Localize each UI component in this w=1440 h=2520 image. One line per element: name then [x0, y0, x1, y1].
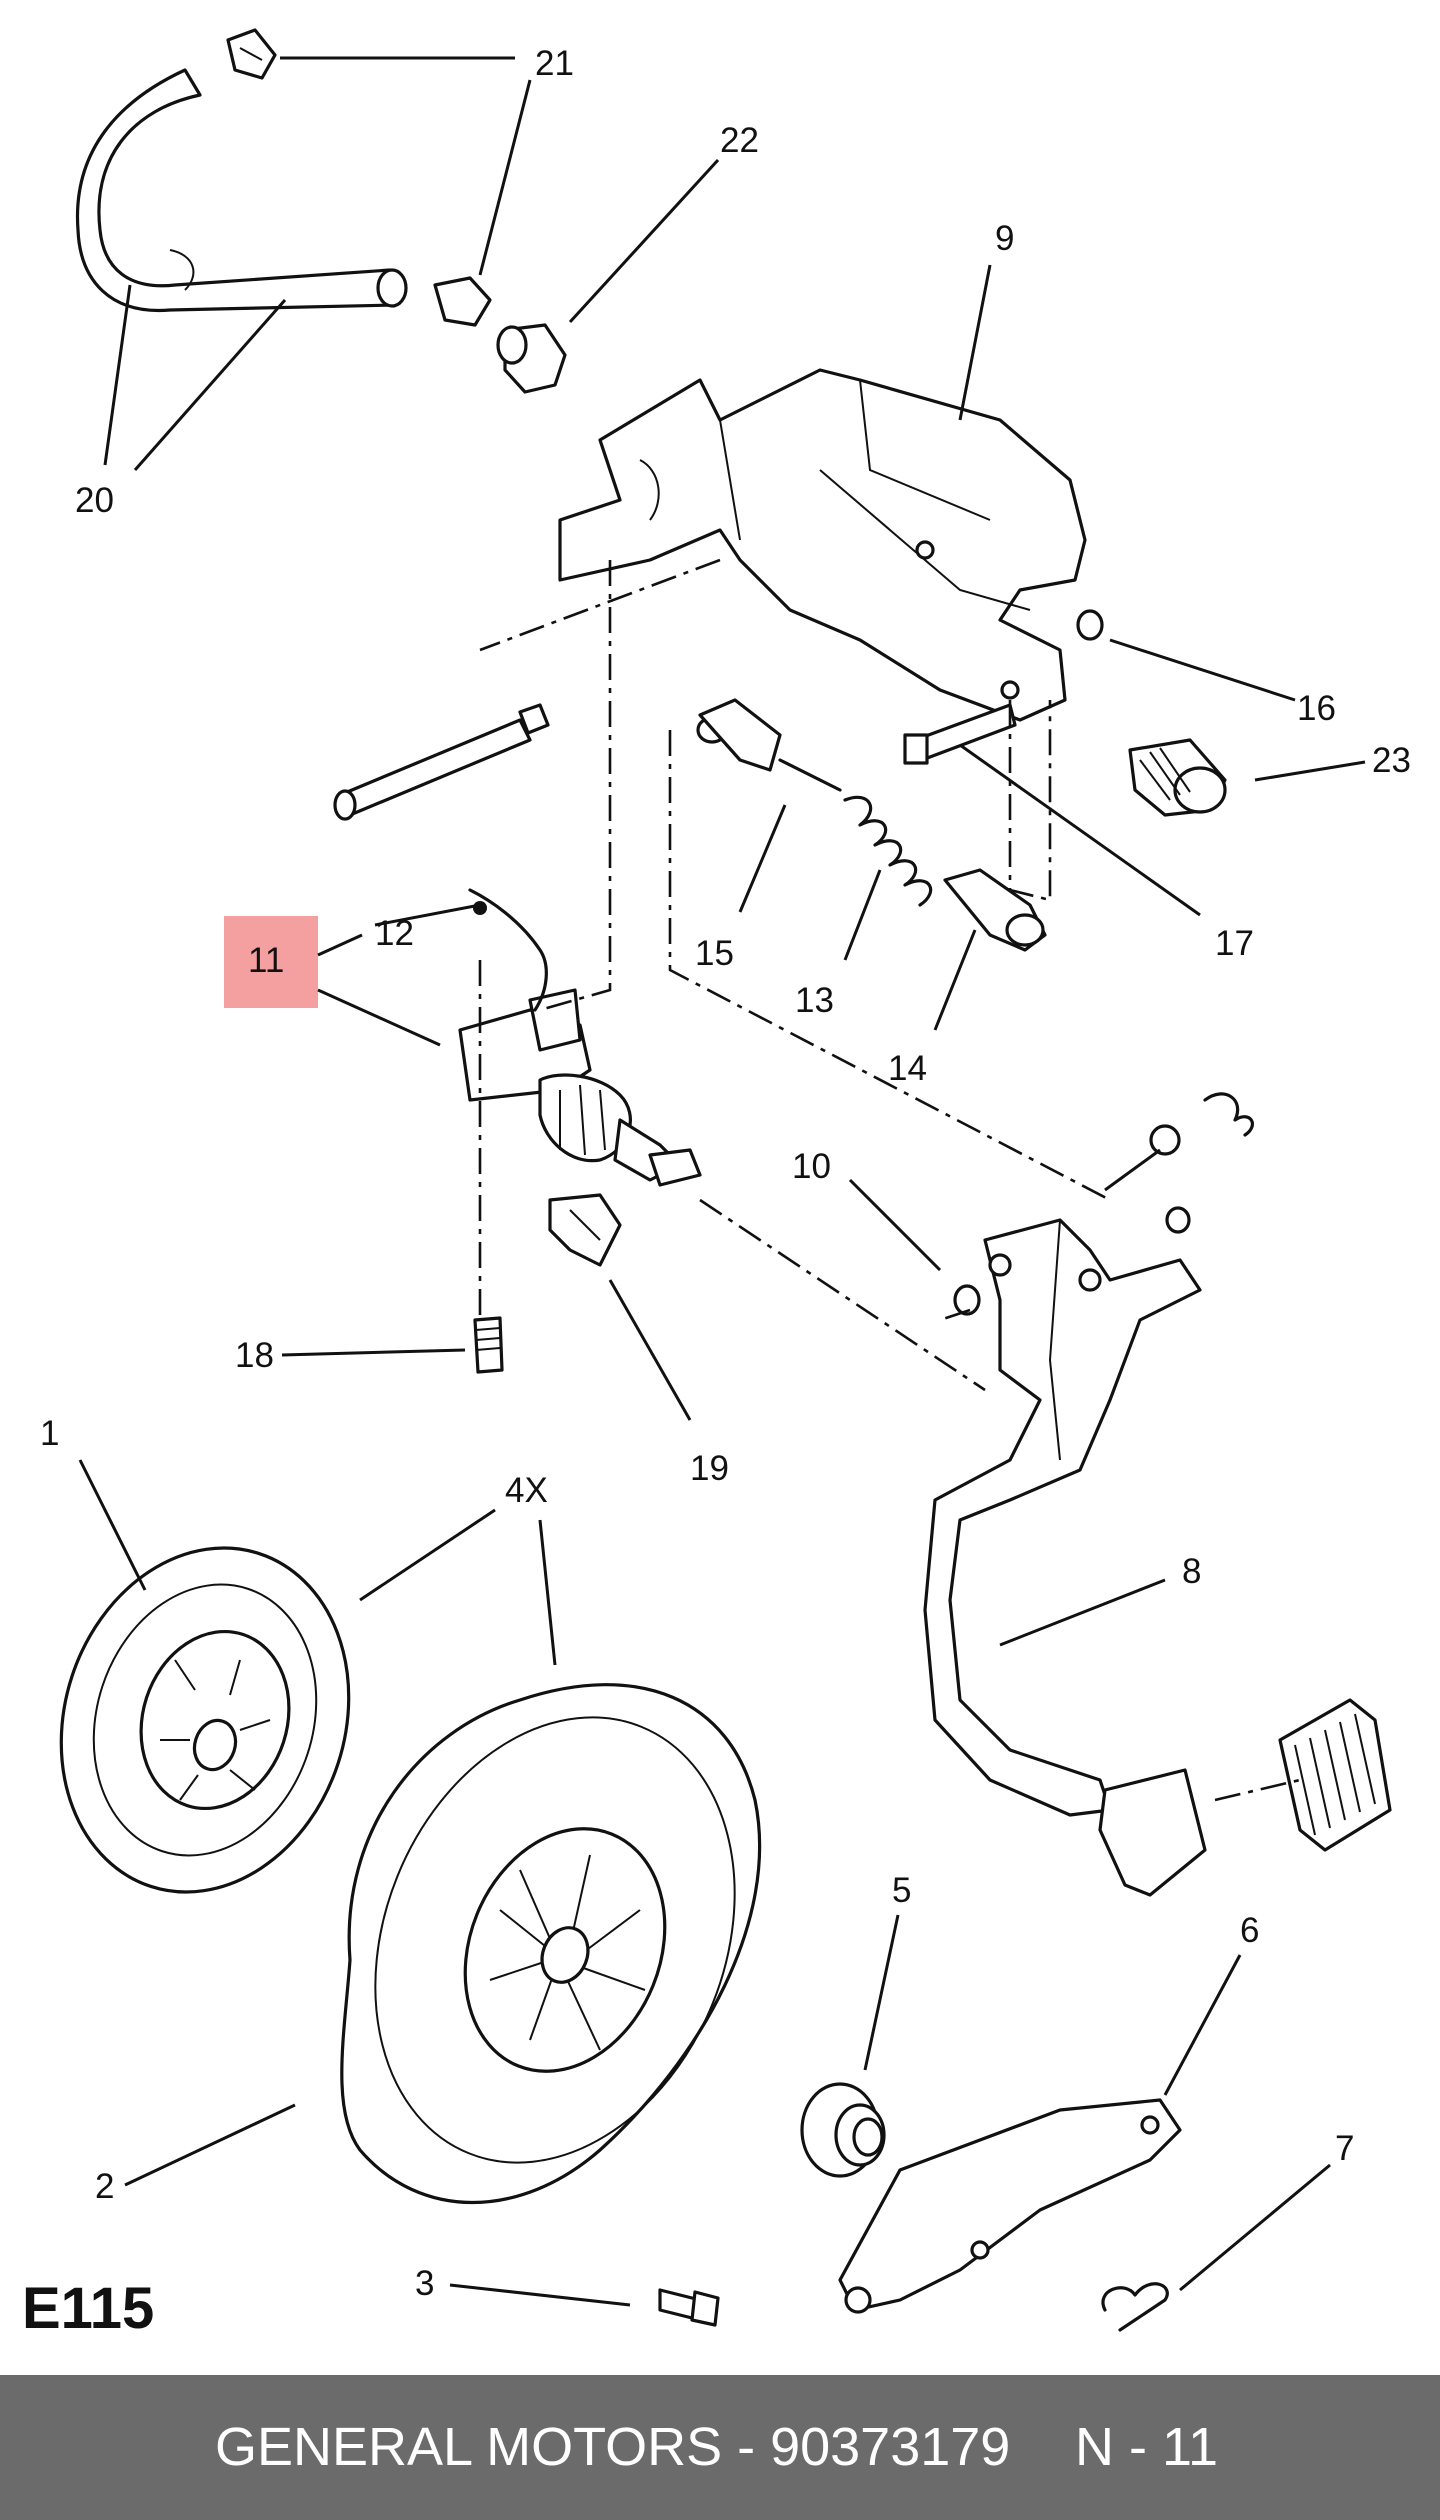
callout-11: 11 [248, 941, 284, 980]
callout-22: 22 [720, 121, 759, 160]
footer-part-number: GENERAL MOTORS - 90373179 [215, 2417, 1011, 2477]
part-reservoir-line-12 [468, 888, 548, 1012]
leader-lines [78, 56, 1366, 2307]
callout-7: 7 [1335, 2129, 1354, 2168]
part-grommet-22 [496, 323, 567, 394]
footer-bar: GENERAL MOTORS - 90373179 N - 11 [0, 2375, 1440, 2520]
callout-highlight [224, 916, 318, 1008]
part-bolt-17 [903, 703, 1017, 765]
callout-16: 16 [1297, 689, 1336, 728]
part-clutch-pedal-8 [923, 1218, 1207, 1897]
callout-2: 2 [95, 2167, 114, 2206]
callout-12: 12 [375, 914, 414, 953]
part-pedal-pad [1278, 1698, 1392, 1852]
callout-17: 17 [1215, 924, 1254, 963]
callout-15: 15 [695, 934, 734, 973]
callout-14: 14 [888, 1049, 927, 1088]
part-release-fork-6 [838, 2098, 1182, 2314]
footer-page-ref: N - 11 [1075, 2417, 1219, 2477]
callout-18: 18 [235, 1336, 274, 1375]
part-bushing-23 [1128, 738, 1227, 817]
part-pivot-pin [333, 703, 550, 821]
clutch-exploded-diagram: 21 22 9 20 16 23 17 11 12 15 13 14 10 18… [40, 28, 1411, 2332]
diagram-page-code: E115 [22, 2276, 155, 2341]
callout-9: 9 [995, 219, 1014, 258]
part-hose-clamp-mid [433, 276, 492, 327]
part-hose [75, 68, 408, 313]
callout-5: 5 [892, 1871, 911, 1910]
callout-19: 19 [690, 1449, 729, 1488]
part-washer-10 [953, 1092, 1254, 1316]
part-bolt-3 [658, 2288, 720, 2327]
callout-21: 21 [535, 44, 574, 83]
part-clip-16 [1076, 609, 1104, 641]
callout-labels: 21 22 9 20 16 23 17 11 12 15 13 14 10 18… [40, 44, 1411, 2303]
part-pushrod-15 [696, 698, 842, 792]
part-bracket-19 [548, 1193, 622, 1267]
callout-3: 3 [415, 2264, 434, 2303]
part-master-cylinder-11 [458, 988, 702, 1187]
callout-20: 20 [75, 481, 114, 520]
part-spring-13 [843, 795, 933, 907]
part-pressure-plate-2 [340, 1683, 762, 2205]
part-hose-clamp-top [226, 28, 277, 80]
part-bolt-18 [473, 1316, 504, 1374]
footer-text: GENERAL MOTORS - 90373179 N - 11 [0, 2375, 1440, 2520]
part-pedal-bracket [558, 368, 1087, 722]
callout-6: 6 [1240, 1911, 1259, 1950]
callout-1: 1 [40, 1414, 59, 1453]
callout-23: 23 [1372, 741, 1411, 780]
part-clip-7 [1101, 2282, 1169, 2332]
assembly-lines [478, 558, 1301, 1802]
part-release-bearing-5 [800, 2082, 886, 2178]
part-clutch-disc-1 [59, 1546, 351, 1894]
callout-4x: 4X [505, 1471, 548, 1510]
callout-8: 8 [1182, 1552, 1201, 1591]
callout-13: 13 [795, 981, 834, 1020]
part-clevis-14 [943, 868, 1047, 952]
callout-10: 10 [792, 1147, 831, 1186]
